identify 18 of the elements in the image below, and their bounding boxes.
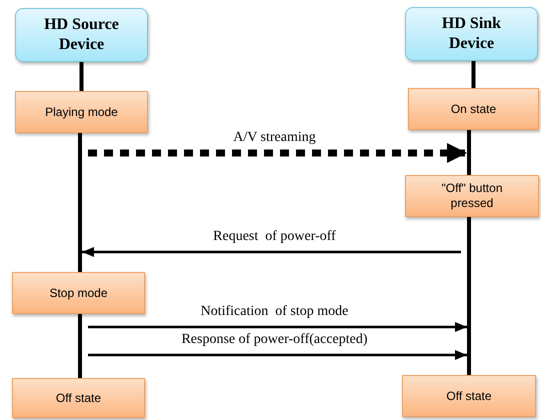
state-box: "Off" button pressed <box>405 175 539 217</box>
lifeline <box>467 130 471 175</box>
lifeline <box>467 217 471 375</box>
state-box: Stop mode <box>12 272 145 314</box>
lifeline <box>78 314 82 378</box>
state-box: Off state <box>402 375 536 417</box>
state-box: Off state <box>12 378 145 418</box>
arrow <box>88 143 467 163</box>
lifeline-header: HD Sink Device <box>405 7 538 61</box>
lifeline <box>472 61 476 88</box>
lifeline <box>80 62 84 91</box>
lifeline-header: HD Source Device <box>15 8 148 62</box>
lifeline <box>78 133 82 272</box>
arrow <box>82 247 461 257</box>
arrow <box>88 322 467 332</box>
state-box: Playing mode <box>15 91 148 133</box>
arrow <box>88 350 467 360</box>
state-box: On state <box>408 88 539 130</box>
